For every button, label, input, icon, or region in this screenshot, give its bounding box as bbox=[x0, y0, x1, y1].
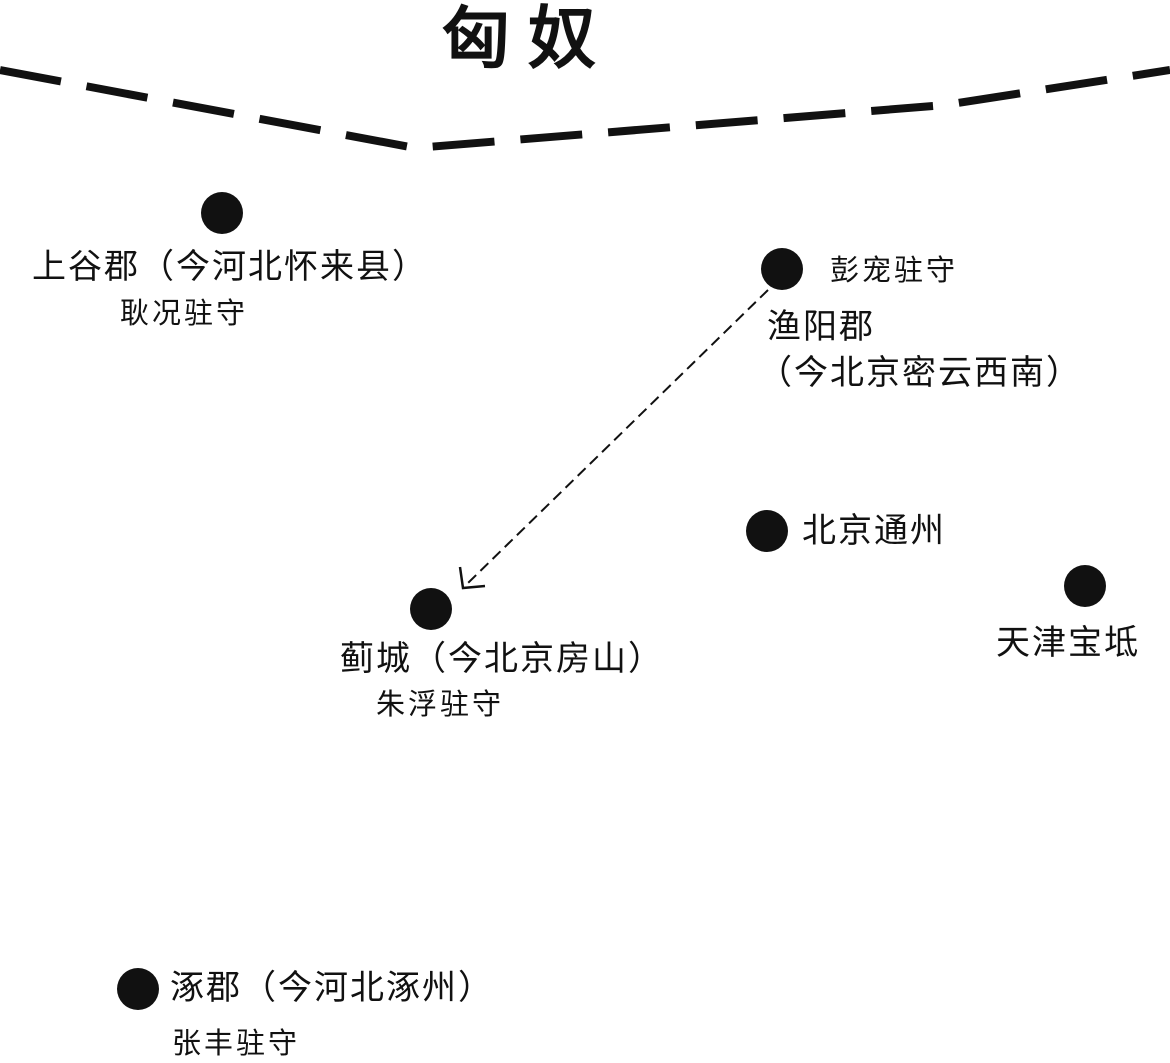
marker-yuyang[interactable] bbox=[761, 248, 803, 290]
garrison-label-zhuojun: 张丰驻守 bbox=[172, 1026, 301, 1060]
garrison-label-yuyang: 彭宠驻守 bbox=[830, 253, 959, 287]
marker-zhuojun[interactable] bbox=[117, 968, 159, 1010]
place-label-baodi: 天津宝坻 bbox=[996, 623, 1140, 663]
place-label-yuyang-line2: （今北京密云西南） bbox=[758, 353, 1082, 393]
place-label-jicheng: 蓟城（今北京房山） bbox=[340, 639, 664, 679]
place-label-zhuojun: 涿郡（今河北涿州） bbox=[170, 968, 494, 1008]
garrison-label-jicheng: 朱浮驻守 bbox=[376, 687, 505, 721]
marker-baodi[interactable] bbox=[1064, 565, 1106, 607]
route-yuyang-to-jicheng bbox=[467, 289, 769, 584]
region-title-xiongnu: 匈奴 bbox=[442, 0, 615, 79]
marker-tongzhou[interactable] bbox=[746, 510, 788, 552]
place-label-tongzhou: 北京通州 bbox=[802, 511, 946, 551]
garrison-label-shanggu: 耿况驻守 bbox=[120, 296, 249, 330]
marker-jicheng[interactable] bbox=[410, 588, 452, 630]
marker-shanggu[interactable] bbox=[201, 192, 243, 234]
route-arrowhead bbox=[458, 566, 486, 590]
place-label-shanggu: 上谷郡（今河北怀来县） bbox=[32, 247, 428, 287]
frontier-boundary-line bbox=[0, 66, 1170, 153]
place-label-yuyang-line1: 渔阳郡 bbox=[767, 307, 875, 347]
